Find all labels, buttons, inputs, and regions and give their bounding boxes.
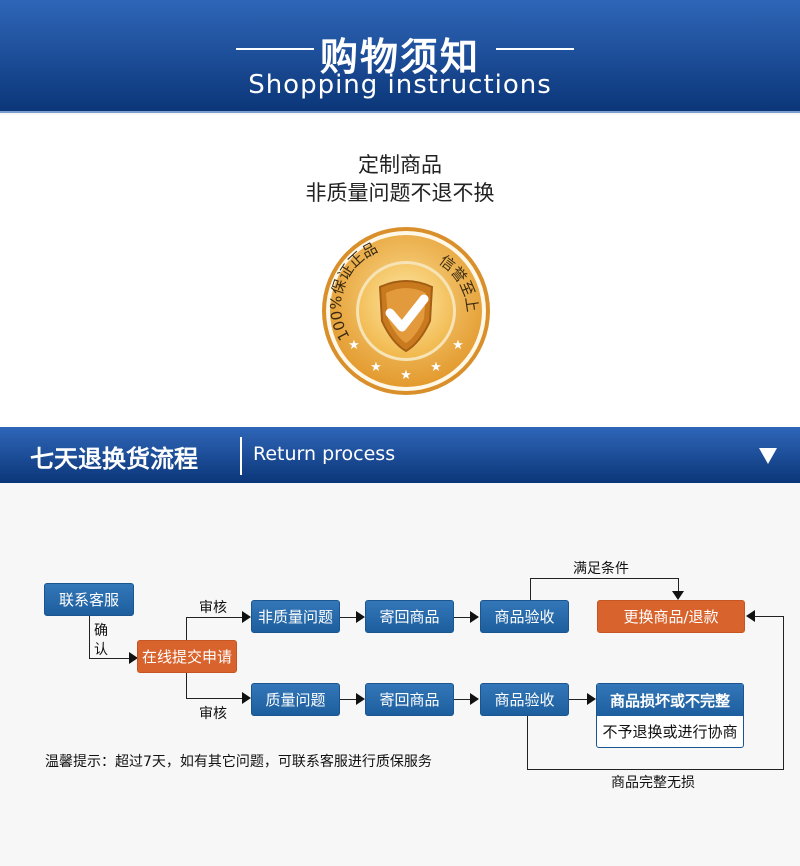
arrow-right-icon [242,692,251,704]
return-process-header: 七天退换货流程 Return process [0,427,800,483]
return-goods-box-upper: 寄回商品 [365,600,454,633]
arrow-right-icon [242,611,251,623]
arrow-right-icon [356,693,365,705]
connector-line [783,616,784,769]
section-divider [240,437,242,475]
header-subtitle: Shopping instructions [248,70,552,100]
arrow-right-icon [470,693,479,705]
non-quality-issue-box: 非质量问题 [251,600,340,633]
inspection-box-upper: 商品验收 [480,600,569,633]
connector-line [754,616,784,617]
submit-online-box: 在线提交申请 [137,640,237,673]
connector-line [186,673,187,699]
notice-section: 定制商品 非质量问题不退不换 100%保证正品 信誉至上 ★★★★★ [0,115,800,427]
connector-line [678,578,679,592]
notice-line1: 定制商品 [358,153,442,177]
inspection-box-lower: 商品验收 [480,683,569,716]
confirm-label: 确认 [94,623,108,658]
damaged-goods-desc: 不予退换或进行协商 [602,723,738,741]
exchange-refund-box: 更换商品/退款 [597,600,745,633]
arrow-left-icon [746,610,755,622]
connector-line [527,769,784,770]
connector-line [527,716,528,769]
return-goods-box-lower: 寄回商品 [365,683,454,716]
svg-text:★: ★ [452,338,464,353]
svg-text:★: ★ [348,338,360,353]
header-title: 购物须知 [319,35,480,79]
svg-text:★: ★ [400,368,412,383]
damaged-goods-title: 商品损坏或不完整 [597,684,743,716]
notice-line2: 非质量问题不退不换 [305,181,495,205]
triangle-down-icon[interactable] [759,448,777,464]
header-right-rule [496,48,574,50]
intact-label: 商品完整无损 [611,775,695,791]
damaged-goods-box: 商品损坏或不完整 不予退换或进行协商 [596,683,744,748]
header-left-rule [236,48,314,50]
review-label-bottom: 审核 [199,706,227,722]
arrow-down-icon [672,591,684,600]
connector-line [569,699,588,700]
guarantee-badge-icon: 100%保证正品 信誉至上 ★★★★★ [322,227,490,395]
reminder-tip: 温馨提示：超过7天，如有其它问题，可联系客服进行质保服务 [45,754,432,770]
connector-line [454,699,471,700]
arrow-right-icon [587,693,596,705]
arrow-right-icon [470,611,479,623]
section-title-cn: 七天退换货流程 [30,445,198,473]
section-title-en: Return process [253,443,396,465]
connector-line [340,617,357,618]
arrow-right-icon [129,652,138,664]
connector-line [89,658,129,659]
connector-line [186,617,242,618]
svg-text:★: ★ [370,360,382,375]
connector-line [454,617,471,618]
header-banner: 购物须知 Shopping instructions [0,0,800,113]
connector-line [186,698,242,699]
svg-text:★: ★ [430,360,442,375]
connector-line [530,578,531,600]
arrow-right-icon [356,611,365,623]
condition-label: 满足条件 [573,561,629,577]
contact-service-box: 联系客服 [44,583,134,616]
connector-line [530,578,679,579]
connector-line [89,616,90,659]
connector-line [340,699,357,700]
quality-issue-box: 质量问题 [251,683,340,716]
review-label-top: 审核 [199,600,227,616]
connector-line [186,617,187,640]
